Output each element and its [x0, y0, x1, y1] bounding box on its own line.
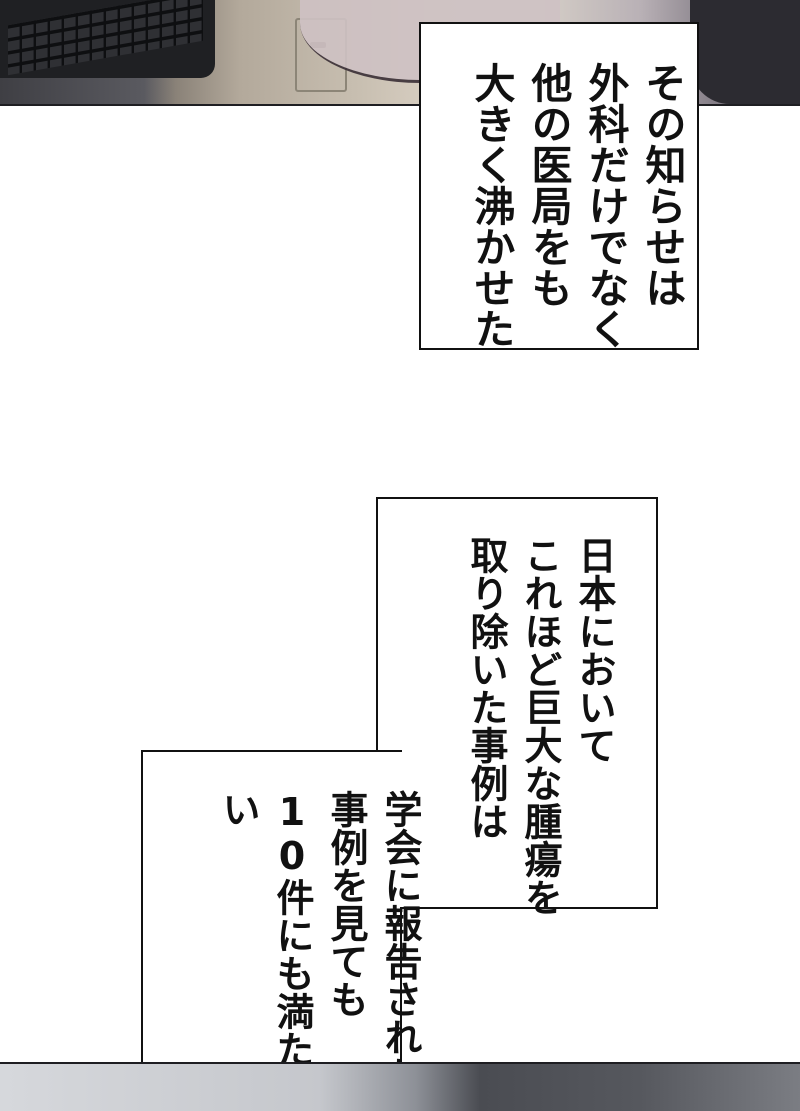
caption-box-2 [376, 497, 658, 909]
caption-1-line: その知らせは [638, 62, 686, 308]
caption-merge-mask [376, 752, 404, 907]
caption-1-line: 外科だけでなく [581, 62, 629, 349]
caption-text-3: 学会に報告された 事例を見ても 10件にも満たない [211, 790, 427, 1111]
caption-3-line: 事例を見ても [324, 790, 368, 1018]
chair-illustration [690, 0, 800, 104]
caption-2-line: 取り除いた事例は [464, 536, 508, 840]
caption-3-line: 学会に報告された [378, 790, 422, 1094]
bottom-panel-illustration [0, 1062, 800, 1111]
caption-text-2: 日本において これほど巨大な腫瘍を 取り除いた事例は [459, 536, 621, 916]
caption-box-3 [141, 750, 402, 1111]
keyboard-keys [8, 0, 203, 76]
caption-2-line: これほど巨大な腫瘍を [518, 536, 562, 916]
caption-2-line: 日本において [572, 536, 616, 764]
caption-text-1: その知らせは 外科だけでなく 他の医局をも 大きく沸かせた [462, 62, 690, 349]
caption-box-1 [419, 22, 699, 350]
caption-1-line: 他の医局をも [524, 62, 572, 308]
keyboard-illustration [0, 0, 215, 78]
caption-1-line: 大きく沸かせた [467, 62, 515, 349]
caption-3-line: 10件にも満たない [216, 790, 314, 1106]
